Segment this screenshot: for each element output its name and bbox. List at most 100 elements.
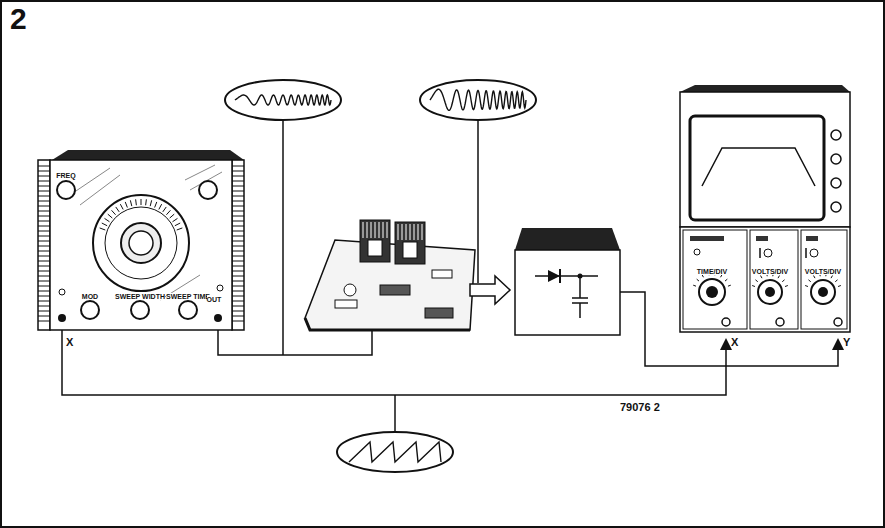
drawing-stroke — [232, 166, 244, 167]
drawing-stroke — [232, 291, 244, 292]
drawing-stroke — [38, 321, 50, 322]
drawing-stroke — [217, 285, 223, 291]
drawing-stroke — [38, 246, 50, 247]
signal-bubble — [225, 80, 341, 120]
control-label: VOLTS/DIV — [805, 268, 841, 275]
drawing-stroke — [835, 280, 837, 282]
drawing-stroke — [379, 222, 380, 238]
drawing-stroke — [38, 226, 50, 227]
drawing-stroke — [387, 222, 388, 238]
drawing-stroke — [398, 224, 399, 240]
drawing-stroke — [232, 211, 244, 212]
drawing-stroke — [232, 271, 244, 272]
drawing-stroke — [145, 199, 147, 205]
drawing-stroke — [232, 191, 244, 192]
control-label: MOD — [82, 293, 98, 300]
drawing-stroke — [360, 220, 390, 262]
drawing-stroke — [177, 228, 183, 230]
drawing-stroke — [232, 301, 244, 302]
drawing-stroke — [750, 230, 798, 329]
drawing-stroke — [232, 261, 244, 262]
drawing-stroke — [368, 240, 382, 256]
drawing-stroke — [59, 289, 65, 295]
drawing-stroke — [232, 311, 244, 312]
signal-arrow — [470, 276, 510, 304]
drawing-stroke — [173, 218, 178, 221]
drawing-stroke — [831, 202, 841, 212]
drawing-stroke — [232, 231, 244, 232]
drawing-stroke — [232, 196, 244, 197]
drawing-stroke — [363, 222, 364, 238]
drawing-stroke — [38, 196, 50, 197]
drawing-stroke — [38, 271, 50, 272]
drawing-stroke — [515, 250, 620, 335]
drawing-stroke — [305, 318, 470, 330]
signal-bubble — [420, 80, 536, 120]
drawing-stroke — [159, 204, 162, 209]
drawing-stroke — [697, 279, 699, 281]
drawing-stroke — [778, 276, 780, 279]
sawtooth-waveform — [349, 442, 441, 462]
drawing-stroke — [38, 211, 50, 212]
leader-line — [394, 395, 396, 432]
drawing-stroke — [371, 222, 372, 238]
drawing-stroke — [367, 222, 368, 238]
drawing-stroke — [680, 92, 850, 227]
drawing-stroke — [232, 216, 244, 217]
drawing-stroke — [38, 186, 50, 187]
drawing-stroke — [50, 160, 232, 330]
drawing-stroke — [93, 195, 189, 291]
drawing-stroke — [38, 221, 50, 222]
drawing-stroke — [155, 202, 157, 208]
drawing-stroke — [38, 166, 50, 167]
drawing-stroke — [758, 280, 782, 304]
drawing-stroke — [38, 201, 50, 202]
drawing-stroke — [699, 279, 725, 305]
drawing-stroke — [422, 224, 423, 240]
drawing-stroke — [414, 224, 415, 240]
drawing-stroke — [38, 266, 50, 267]
drawing-stroke — [232, 316, 244, 317]
drawing-stroke — [765, 287, 775, 297]
drawing-stroke — [232, 221, 244, 222]
drawing-stroke — [432, 270, 452, 278]
drawing-stroke — [232, 241, 244, 242]
drawing-stroke — [706, 286, 718, 298]
drawing-stroke — [38, 261, 50, 262]
drawing-stroke — [335, 300, 357, 308]
drawing-stroke — [515, 228, 620, 250]
drawing-stroke — [232, 181, 244, 182]
signal-name: Y — [843, 337, 850, 348]
sweep-waveform — [235, 95, 331, 105]
drawing-stroke — [403, 242, 417, 258]
sweep-generator — [38, 150, 244, 330]
control-label: TIME/DIV — [697, 268, 727, 275]
drawing-stroke — [806, 236, 818, 241]
drawing-stroke — [38, 206, 50, 207]
drawing-stroke — [232, 286, 244, 287]
drawing-stroke — [38, 301, 50, 302]
drawing-stroke — [232, 296, 244, 297]
drawing-stroke — [810, 249, 818, 257]
drawing-stroke — [38, 296, 50, 297]
drawing-stroke — [535, 275, 598, 277]
amplifier-board — [305, 220, 475, 330]
drawing-stroke — [232, 236, 244, 237]
drawing-stroke — [831, 178, 841, 188]
drawing-stroke — [834, 318, 842, 326]
drawing-stroke — [721, 275, 723, 278]
drawing-stroke — [559, 269, 561, 283]
drawing-stroke — [375, 222, 376, 238]
drawing-stroke — [548, 270, 560, 282]
drawing-stroke — [175, 223, 180, 226]
drawing-stroke — [755, 280, 757, 282]
drawing-stroke — [38, 176, 50, 177]
drawing-stroke — [232, 176, 244, 177]
detector-box — [515, 228, 620, 335]
drawing-stroke — [232, 251, 244, 252]
drawing-stroke — [199, 181, 217, 199]
drawing-stroke — [38, 171, 50, 172]
amplified-waveform — [430, 89, 526, 110]
